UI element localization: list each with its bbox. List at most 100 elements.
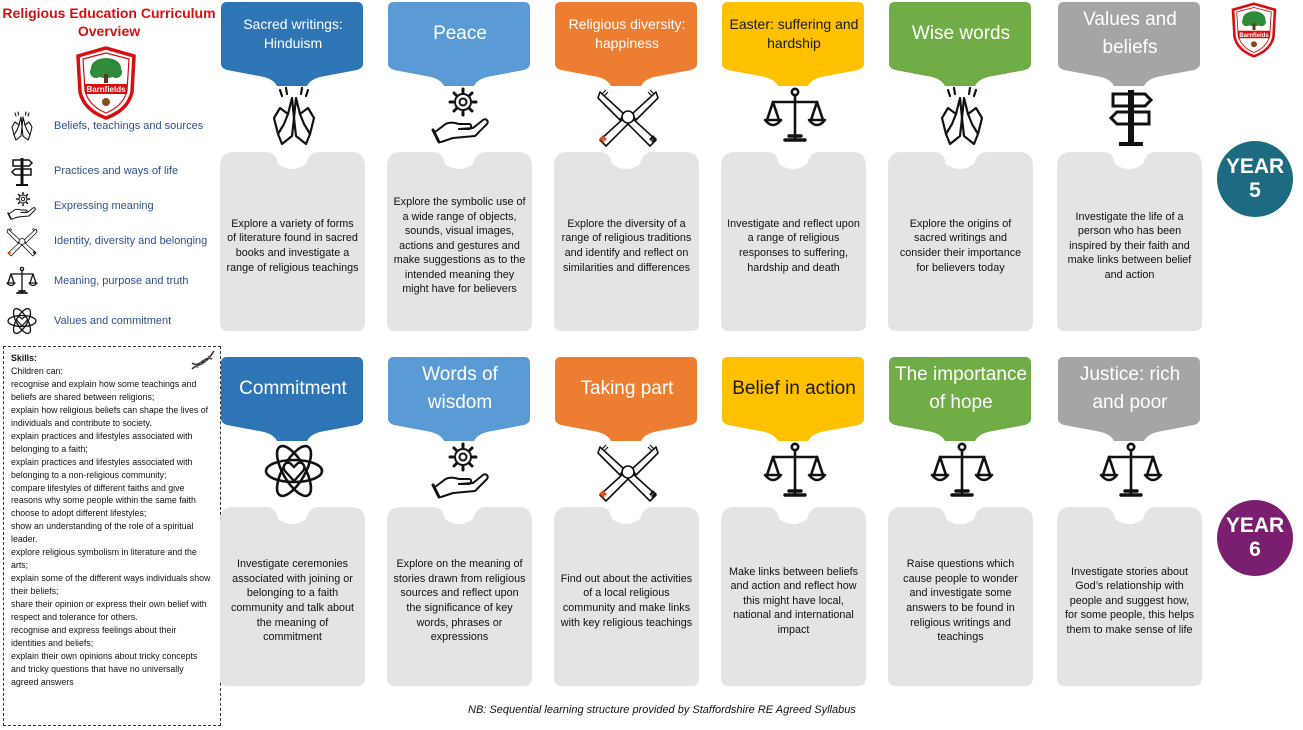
school-logo: Barnfields: [74, 46, 138, 120]
scales-icon: [763, 84, 827, 148]
topic-header: Values and beliefs: [1058, 2, 1200, 86]
joined-hands-icon: [596, 84, 660, 148]
topic-description: Explore the diversity of a range of reli…: [561, 217, 692, 274]
topic-card: Belief in action Make links between beli…: [721, 355, 866, 686]
skill-item: explain some of the different ways indiv…: [11, 573, 211, 597]
year-5-word: YEAR: [1225, 155, 1285, 178]
topic-header: Wise words: [889, 2, 1031, 86]
topic-description-panel: Raise questions which cause people to wo…: [888, 507, 1033, 686]
skill-item: compare lifestyles of different faiths a…: [11, 482, 196, 519]
topic-card: Sacred writings: Hinduism Explore a vari…: [220, 0, 365, 331]
topic-description: Raise questions which cause people to wo…: [903, 558, 1018, 644]
topic-description-panel: Investigate stories about God’s relation…: [1057, 507, 1202, 686]
topic-description-panel: Investigate and reflect upon a range of …: [721, 152, 866, 331]
topic-title: Commitment: [239, 378, 347, 399]
logo-text: Barnfields: [86, 85, 126, 94]
year-5-badge: YEAR 5: [1217, 141, 1293, 217]
praying-hands-icon: [4, 110, 40, 142]
skills-box: Skills: Children can: recognise and expla…: [3, 346, 221, 726]
topic-title: The importance of hope: [895, 364, 1028, 413]
skill-item: share their opinion or express their own…: [11, 599, 207, 623]
topic-card: Justice: rich and poor Investigate stori…: [1057, 355, 1202, 686]
signpost-icon: [1099, 84, 1163, 148]
page-title-line-1: Religious Education Curriculum: [2, 5, 216, 21]
hand-gear-icon: [4, 190, 40, 222]
scales-icon: [763, 439, 827, 503]
legend-label: Practices and ways of life: [54, 165, 179, 177]
legend-label: Beliefs, teachings and sources: [54, 120, 204, 132]
topic-title: Religious diversity: happiness: [568, 16, 686, 51]
legend-label: Expressing meaning: [54, 200, 154, 212]
footer-note: NB: Sequential learning structure provid…: [468, 704, 856, 716]
skill-item: Children can:: [11, 365, 63, 376]
skill-item: show an understanding of the role of a s…: [11, 521, 194, 545]
skill-item: recognise and explain how some teachings…: [11, 378, 197, 402]
topic-card: Wise words Explore the origins of sacred…: [888, 0, 1033, 331]
topic-header: Words of wisdom: [388, 357, 530, 441]
topic-description: Find out about the activities of a local…: [560, 572, 693, 629]
topic-card: Words of wisdom Explore on the meaning o…: [387, 355, 532, 686]
dna-icon: [190, 349, 216, 371]
topic-card: Peace Explore the symbolic use of a wide…: [387, 0, 532, 331]
topic-description-panel: Explore the diversity of a range of reli…: [554, 152, 699, 331]
legend-item: Expressing meaning: [4, 189, 219, 223]
topic-description: Make links between beliefs and action an…: [728, 565, 859, 636]
year-6-number: 6: [1249, 538, 1261, 561]
skill-item: explain their own opinions about tricky …: [11, 650, 198, 687]
atom-heart-icon: [4, 305, 40, 337]
atom-heart-icon: [262, 439, 326, 503]
scales-icon: [930, 439, 994, 503]
topic-description-panel: Explore the symbolic use of a wide range…: [387, 152, 532, 331]
topic-header: The importance of hope: [889, 357, 1031, 441]
topic-header: Peace: [388, 2, 530, 86]
legend-item: Meaning, purpose and truth: [4, 264, 219, 298]
topic-title: Justice: rich and poor: [1079, 364, 1181, 413]
topic-header: Belief in action: [722, 357, 864, 441]
praying-hands-icon: [262, 84, 326, 148]
topic-title: Wise words: [911, 23, 1011, 44]
topic-description-panel: Investigate the life of a person who has…: [1057, 152, 1202, 331]
skill-item: recognise and express feelings about the…: [11, 625, 177, 648]
legend-label: Values and commitment: [54, 315, 172, 327]
year-5-number: 5: [1249, 179, 1261, 202]
page-title-line-2: Overview: [77, 23, 141, 39]
skill-item: explore religious symbolism in literatur…: [11, 547, 197, 571]
topic-title: Taking part: [580, 378, 674, 399]
skill-item: explain practices and lifestyles associa…: [11, 456, 193, 480]
topic-description: Explore the symbolic use of a wide range…: [393, 195, 526, 296]
logo-text: Barnfields: [1239, 33, 1269, 39]
skills-list: Children can: recognise and explain how s…: [11, 365, 213, 689]
legend-item: Values and commitment: [4, 304, 219, 338]
topic-card: Values and beliefs Investigate the life …: [1057, 0, 1202, 331]
topic-header: Taking part: [555, 357, 697, 441]
topic-header: Easter: suffering and hardship: [722, 2, 864, 86]
topic-header: Religious diversity: happiness: [555, 2, 697, 86]
topic-description: Investigate ceremonies associated with j…: [230, 558, 355, 644]
hand-gear-icon: [429, 84, 493, 148]
joined-hands-icon: [4, 225, 40, 257]
topic-description: Explore a variety of forms of literature…: [226, 217, 359, 274]
legend-item: Beliefs, teachings and sources: [4, 109, 219, 143]
topic-card: Taking part Find out about the activitie…: [554, 355, 699, 686]
topic-description-panel: Explore on the meaning of stories drawn …: [387, 507, 532, 686]
topic-description: Investigate stories about God’s relation…: [1064, 565, 1195, 636]
topic-card: Religious diversity: happiness Explore t…: [554, 0, 699, 331]
legend-label: Meaning, purpose and truth: [54, 275, 189, 287]
topic-title: Words of wisdom: [422, 364, 498, 413]
scales-icon: [1099, 439, 1163, 503]
topic-card: Easter: suffering and hardship Investiga…: [721, 0, 866, 331]
topic-description-panel: Investigate ceremonies associated with j…: [220, 507, 365, 686]
page-title: Religious Education Curriculum Overview: [0, 4, 218, 40]
topic-description: Investigate the life of a person who has…: [1067, 210, 1192, 281]
topic-title: Peace: [433, 23, 487, 44]
topic-title: Belief in action: [732, 378, 856, 399]
school-logo-small: Barnfields: [1230, 2, 1278, 58]
year-6-word: YEAR: [1225, 514, 1285, 537]
topic-title: Easter: suffering and hardship: [729, 16, 859, 51]
topic-card: The importance of hope Raise questions w…: [888, 355, 1033, 686]
topic-title: Sacred writings: Hinduism: [243, 16, 343, 51]
topic-description: Investigate and reflect upon a range of …: [727, 217, 860, 274]
topic-header: Commitment: [221, 357, 363, 441]
topic-description: Explore the origins of sacred writings a…: [899, 217, 1022, 274]
skills-title: Skills:: [11, 353, 37, 363]
